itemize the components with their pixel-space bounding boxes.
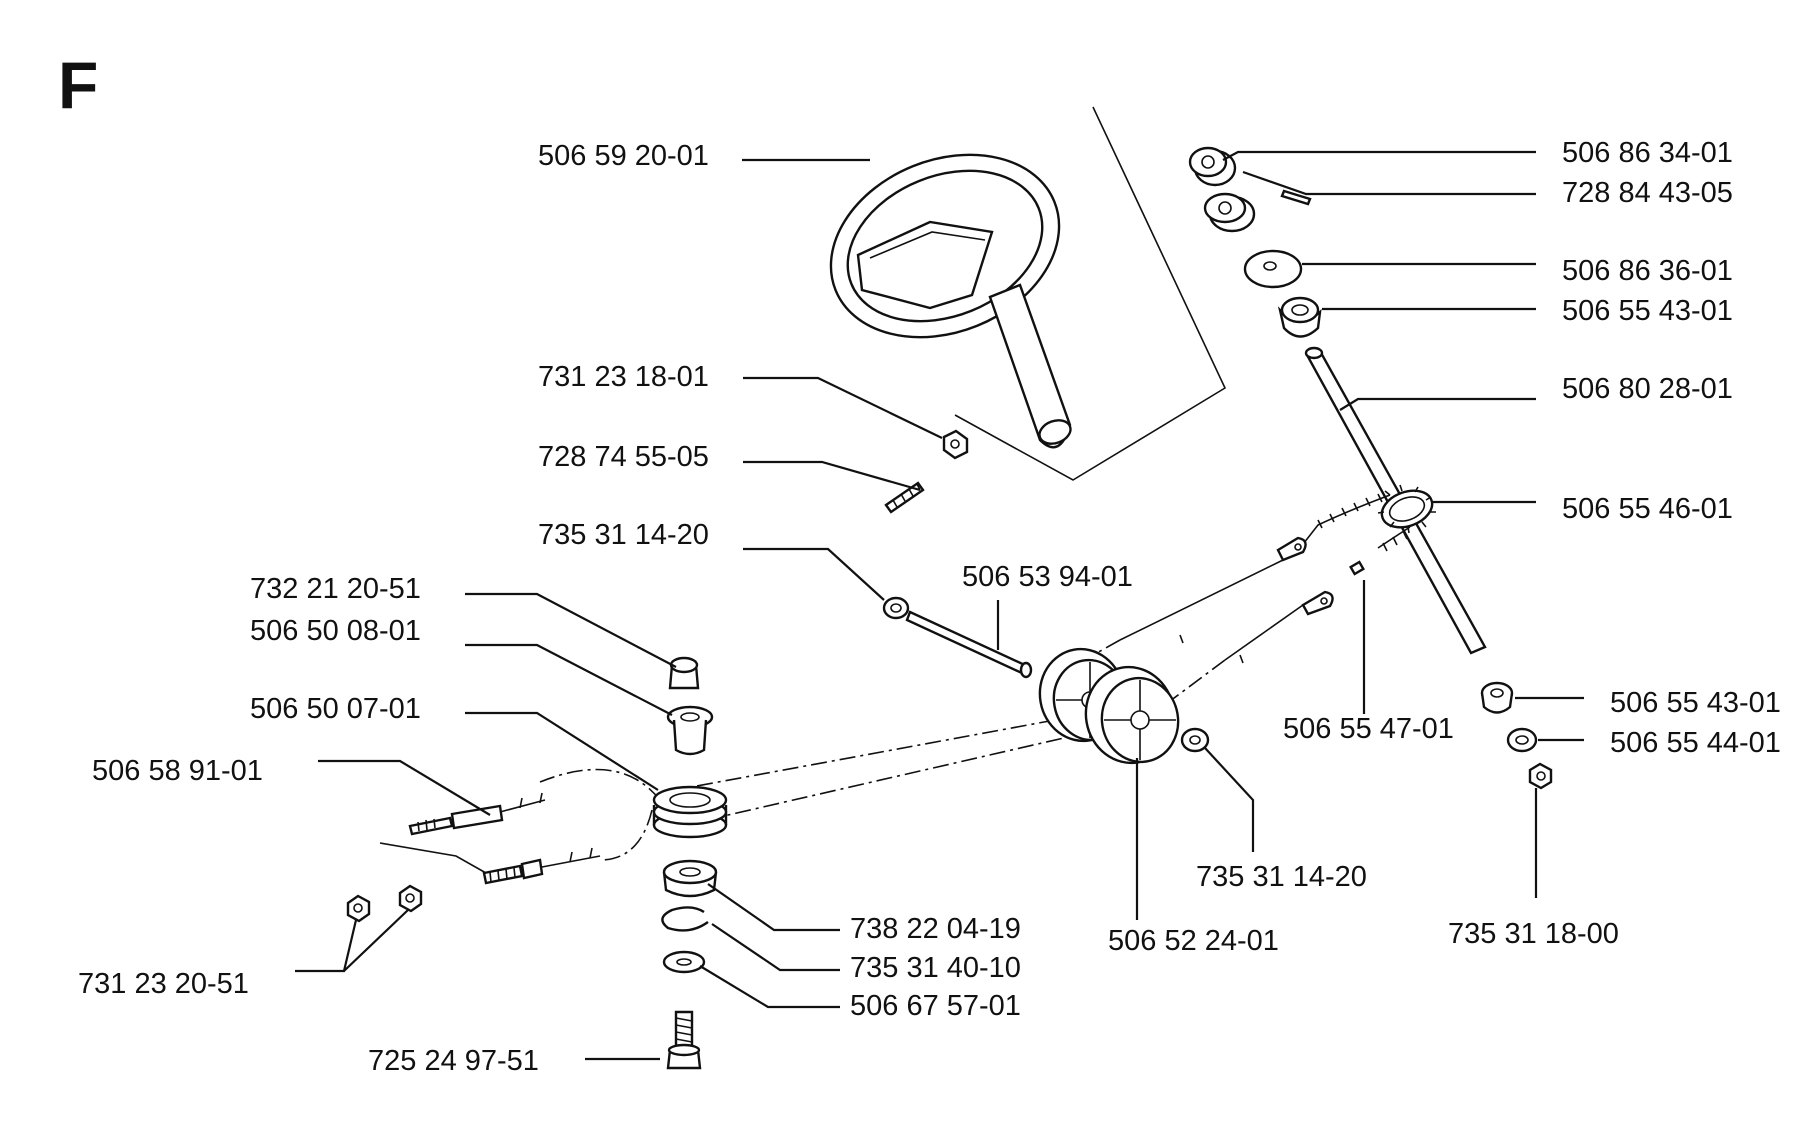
label-shaft: 506 80 28-01 [1562, 373, 1733, 405]
pulley-506-50-07-01 [652, 785, 728, 839]
screw-728-74-55-05 [884, 481, 925, 514]
label-circlip: 735 31 40-10 [850, 952, 1021, 984]
nut-735-31-14-20-left [882, 596, 910, 620]
hex-nut-731-23-18-01 [942, 429, 969, 460]
washer-506-86-36-01 [1243, 249, 1303, 289]
label-pulley-shaft: 506 53 94-01 [962, 561, 1133, 593]
label-bushing-lower: 506 55 43-01 [1610, 687, 1781, 719]
pulley-front [1084, 665, 1180, 765]
bearing-738-22-04-19 [662, 859, 718, 898]
cable-506-58-91-01 [408, 792, 546, 836]
cable-eye-lower [1301, 590, 1334, 616]
label-link: 506 55 47-01 [1283, 713, 1454, 745]
bushing-506-50-08-01 [666, 705, 714, 756]
leader-lines [295, 150, 1584, 1061]
label-jam-nuts: 731 23 20-51 [78, 968, 249, 1000]
nut-732-21-20-51 [668, 656, 700, 690]
label-nut-lower: 735 31 14-20 [1196, 861, 1367, 893]
bushing-506-55-43-01-top [1277, 296, 1322, 338]
label-bushing-upper: 506 55 43-01 [1562, 295, 1733, 327]
nut-735-31-18-00 [1528, 762, 1553, 790]
cable-end-lower [482, 847, 601, 885]
label-washer-right: 506 55 44-01 [1610, 727, 1781, 759]
set-screw-728-84-43-05 [1280, 189, 1312, 206]
steering-wheel [829, 153, 1072, 449]
cable-lower [1224, 604, 1304, 661]
chain-upper [1299, 493, 1391, 549]
link-506-55-47-01 [1349, 560, 1365, 576]
label-bearing: 738 22 04-19 [850, 913, 1021, 945]
label-washer-lower: 506 67 57-01 [850, 990, 1021, 1022]
cable-eye-upper [1276, 536, 1307, 562]
label-nut-732: 732 21 20-51 [250, 573, 421, 605]
circlip-735-31-40-10 [661, 906, 709, 932]
label-nut-right: 735 31 18-00 [1448, 918, 1619, 950]
washer-506-55-44-01 [1506, 727, 1538, 753]
jam-nut-left [346, 894, 371, 923]
collar-lower [1203, 192, 1256, 233]
label-bolt: 725 24 97-51 [368, 1045, 539, 1077]
label-cable: 506 58 91-01 [92, 755, 263, 787]
sprocket [1377, 484, 1436, 534]
nut-735-31-14-20-right [1180, 727, 1210, 753]
label-washer-upper: 506 86 36-01 [1562, 255, 1733, 287]
chain-lower [1377, 526, 1411, 552]
label-pulley-lower: 506 50 07-01 [250, 693, 421, 725]
label-hex-nut: 731 23 18-01 [538, 361, 709, 393]
collar-506-86-34-01 [1188, 146, 1237, 187]
label-bushing: 506 50 08-01 [250, 615, 421, 647]
cable-upper [1119, 559, 1284, 641]
bolt-725-24-97-51 [666, 1010, 702, 1070]
label-collar: 506 86 34-01 [1562, 137, 1733, 169]
label-sprocket: 506 55 46-01 [1562, 493, 1733, 525]
label-pulleys: 506 52 24-01 [1108, 925, 1279, 957]
label-set-screw: 728 84 43-05 [1562, 177, 1733, 209]
section-letter: F [58, 48, 98, 122]
routing-line-upper [674, 719, 1056, 791]
label-screw: 728 74 55-05 [538, 441, 709, 473]
bushing-506-55-43-01-bottom [1480, 681, 1514, 714]
inset-bracket-line [954, 106, 1227, 481]
washer-506-67-57-01 [662, 950, 706, 974]
jam-nut-right [398, 884, 423, 913]
label-nut-upper: 735 31 14-20 [538, 519, 709, 551]
routing-line-lower [714, 731, 1091, 819]
label-steering-wheel: 506 59 20-01 [538, 140, 709, 172]
pulley-shaft [905, 610, 1033, 679]
